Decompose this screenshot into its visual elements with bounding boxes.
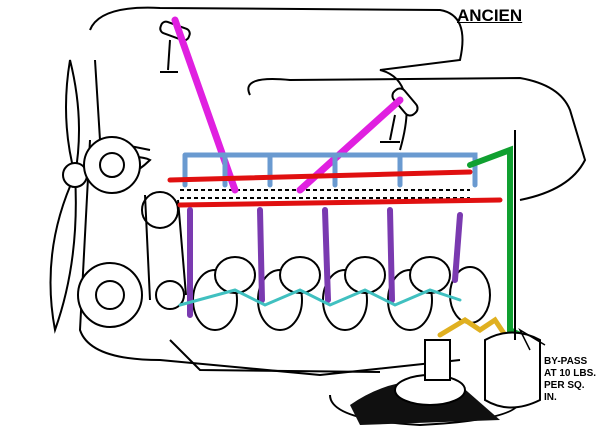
diagram-title: ANCIEN (457, 6, 523, 25)
pulleys (77, 136, 187, 328)
bypass-label-line: AT 10 LBS. (544, 368, 597, 379)
bypass-label-line: BY-PASS (544, 356, 588, 367)
bypass-label: BY-PASS AT 10 LBS. PER SQ. IN. (544, 356, 600, 404)
camshaft (180, 189, 470, 199)
main-gallery-lower (177, 197, 503, 208)
oil-lines (167, 16, 523, 338)
valve-rockers (159, 20, 419, 143)
crankshaft (192, 256, 491, 331)
rod-feed-lines (178, 288, 462, 307)
lifter-gallery (182, 152, 478, 188)
pump-line (437, 316, 508, 338)
oil-pump-sump (350, 339, 500, 425)
bypass-label-line: PER SQ. IN. (544, 380, 585, 403)
bypass-pointer (518, 328, 546, 351)
crank-feed-lines (187, 207, 463, 318)
oil-filter (484, 130, 541, 409)
main-gallery-upper (167, 169, 473, 183)
